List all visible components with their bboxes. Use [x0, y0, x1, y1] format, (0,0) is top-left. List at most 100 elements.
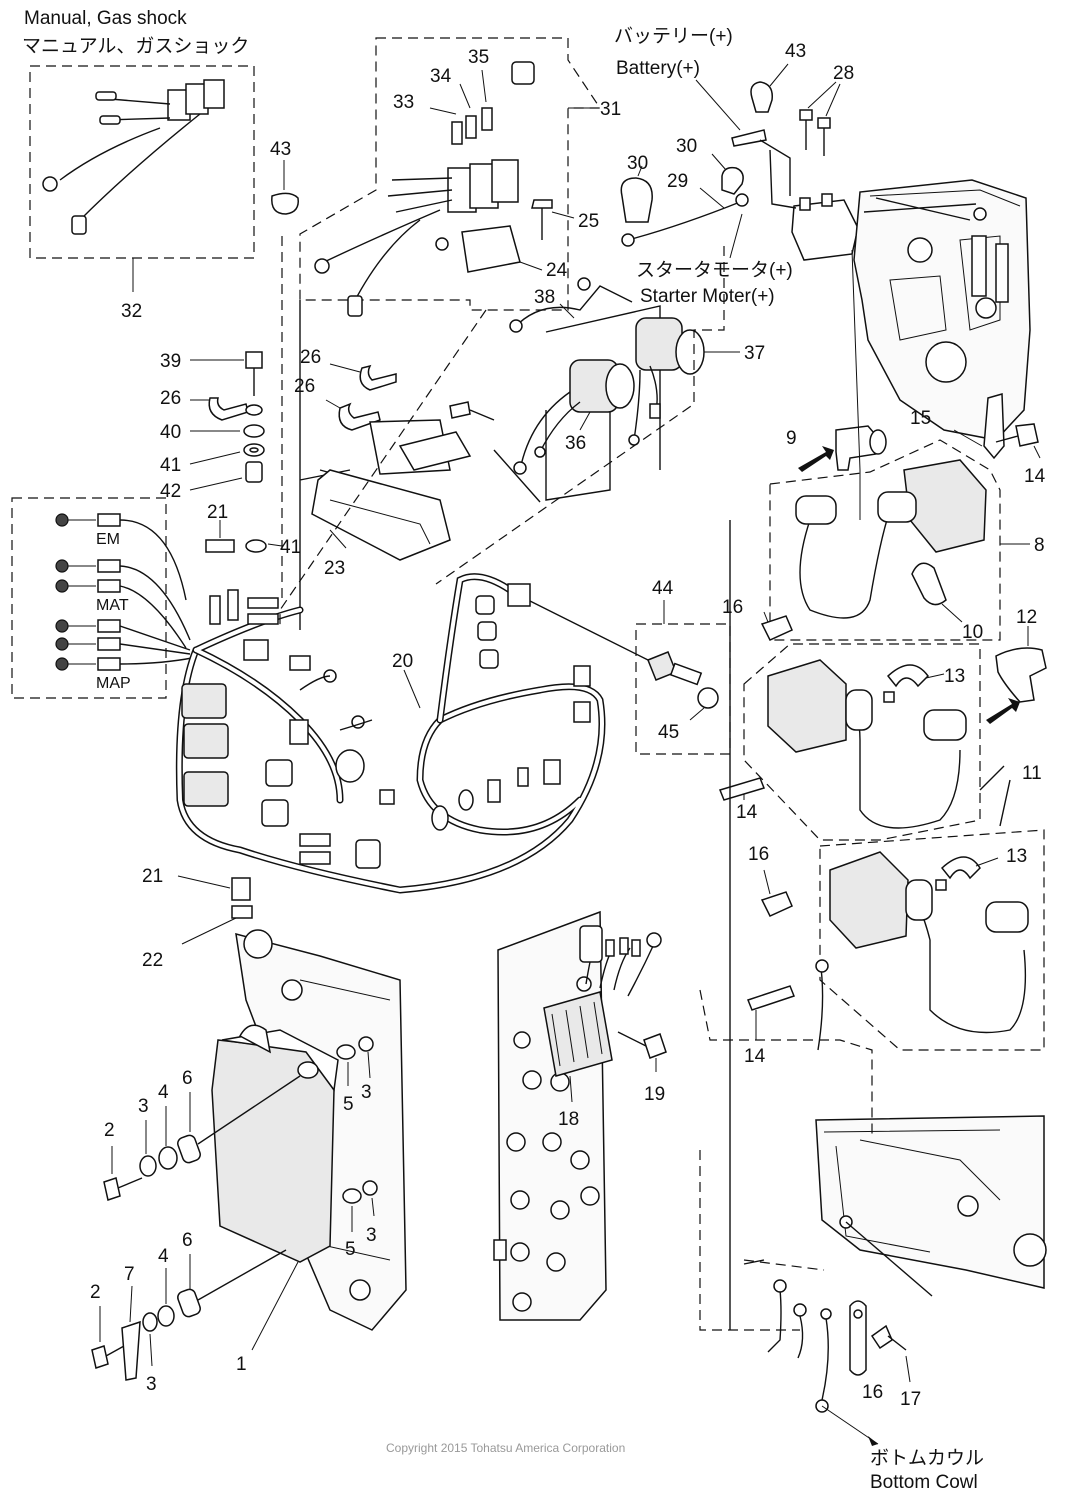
- callout-3-lower-right: 3: [366, 1225, 377, 1246]
- dashed-box-11a: [743, 643, 981, 841]
- callout-4-top: 4: [158, 1082, 169, 1103]
- callout-26-mid: 26: [300, 347, 321, 368]
- dashed-box-11b: [819, 829, 1045, 1051]
- callout-6-top: 6: [182, 1068, 193, 1089]
- label-map: MAP: [96, 675, 131, 692]
- manual-gas-shock-group: Manual, Gas shock マニュアル、ガスショック 32: [22, 8, 255, 322]
- callout-10: 10: [962, 622, 983, 643]
- callout-38: 38: [534, 287, 555, 308]
- fuse-21-lower: 21 22: [142, 866, 253, 971]
- callout-16-mid: 16: [748, 844, 769, 865]
- sensor-plug-em: [55, 513, 187, 601]
- callout-7: 7: [124, 1264, 135, 1285]
- callout-44: 44: [652, 578, 674, 599]
- callout-32: 32: [121, 301, 142, 322]
- rectifier-plate-group: 18 19: [493, 910, 667, 1321]
- dashed-box-sensors: [11, 497, 167, 699]
- callout-30-right: 30: [676, 136, 697, 157]
- callout-12: 12: [1016, 607, 1037, 628]
- main-harness-20: 20: [175, 573, 649, 894]
- callout-14-low: 14: [744, 1046, 766, 1067]
- callout-8: 8: [1034, 535, 1045, 556]
- callout-26-low: 26: [294, 376, 315, 397]
- callout-3-upper-left: 3: [138, 1096, 149, 1117]
- note-battery-jp: バッテリー(+): [614, 26, 733, 47]
- callout-3-lower-left: 3: [146, 1374, 157, 1395]
- dashed-leader-lines: [279, 236, 487, 630]
- copyright-text: Copyright 2015 Tohatsu America Corporati…: [386, 1441, 625, 1455]
- sensor-connector-group: EM MAT MAP: [11, 497, 193, 699]
- callout-13-top: 13: [944, 666, 965, 687]
- callout-2-bottom: 2: [90, 1282, 101, 1303]
- callout-43-right: 43: [785, 41, 806, 62]
- note-manual-en: Manual, Gas shock: [24, 8, 187, 29]
- clip-43-left: 43: [270, 139, 299, 215]
- ignition-coil-11-group: 13 14 11 12 16: [718, 597, 1047, 841]
- callout-3-upper-right: 3: [361, 1082, 372, 1103]
- callout-15: 15: [910, 408, 931, 429]
- bottom-cowl-group: 16 17 Copyright 2015 Tohatsu America Cor…: [386, 520, 1047, 1493]
- callout-4-bottom: 4: [158, 1246, 169, 1267]
- callout-29: 29: [667, 171, 688, 192]
- relay-box-group: 33 34 35 31 25 24: [299, 37, 621, 317]
- callout-20: 20: [392, 651, 413, 672]
- relay-assembly-small: [42, 79, 225, 235]
- callout-1: 1: [236, 1354, 247, 1375]
- callout-41-left: 41: [160, 455, 181, 476]
- ecu-group: 1 5 3 5 3 2 3 4 6: [90, 929, 407, 1395]
- ignition-coil-lower-group: 13 16 14: [744, 829, 1045, 1067]
- label-em: EM: [96, 531, 120, 548]
- callout-2-top: 2: [104, 1120, 115, 1141]
- callout-42: 42: [160, 481, 181, 502]
- left-fasteners-group: 39 26 40 41 42 26 26 23 41: [160, 300, 472, 630]
- callout-17: 17: [900, 1389, 921, 1410]
- battery-starter-group: バッテリー(+) Battery(+) 43 28 30 30 29 スタータモ…: [614, 26, 897, 307]
- ignition-coil-8-group: 8 10 9: [769, 425, 1045, 643]
- callout-13-bottom: 13: [1006, 846, 1027, 867]
- note-battery-en: Battery(+): [616, 58, 700, 79]
- callout-33: 33: [393, 92, 414, 113]
- callout-16-bottom: 16: [862, 1382, 883, 1403]
- note-starter-en: Starter Moter(+): [640, 286, 775, 307]
- callout-11: 11: [1022, 763, 1042, 784]
- callout-22: 22: [142, 950, 163, 971]
- sensor-plug-mat: [55, 559, 191, 649]
- callout-6-bottom: 6: [182, 1230, 193, 1251]
- callout-24: 24: [546, 260, 568, 281]
- leader-to-coil: [851, 249, 861, 520]
- callout-43-left: 43: [270, 139, 291, 160]
- sensor-44-group: 44 45: [635, 578, 731, 755]
- callout-39: 39: [160, 351, 181, 372]
- callout-41-mid: 41: [280, 537, 301, 558]
- callout-9: 9: [786, 428, 797, 449]
- callout-19: 19: [644, 1084, 665, 1105]
- callout-34: 34: [430, 66, 452, 87]
- dashed-box-32: [29, 65, 255, 259]
- callout-18: 18: [558, 1109, 579, 1130]
- note-starter-jp: スタータモータ(+): [636, 259, 793, 281]
- callout-31: 31: [600, 99, 621, 120]
- callout-26-left: 26: [160, 388, 181, 409]
- engine-block-upper: 15 14: [853, 179, 1046, 487]
- callout-36: 36: [565, 433, 586, 454]
- note-bottom-cowl-en: Bottom Cowl: [870, 1472, 978, 1493]
- solenoid-group: 37 38 36: [449, 277, 765, 503]
- callout-5-bottom: 5: [345, 1239, 356, 1260]
- callout-14-mid: 14: [736, 802, 758, 823]
- callout-40: 40: [160, 422, 181, 443]
- dashed-box-8: [769, 439, 1001, 641]
- callout-16-top: 16: [722, 597, 743, 618]
- callout-21-low: 21: [142, 866, 163, 887]
- sensor-plug-map: [55, 619, 193, 671]
- dashed-leader-lines-b: [435, 246, 725, 585]
- callout-30-left: 30: [627, 153, 648, 174]
- callout-25: 25: [578, 211, 599, 232]
- dashed-box-44: [635, 623, 731, 755]
- callout-14-top: 14: [1024, 466, 1046, 487]
- relay-block: [314, 61, 535, 317]
- label-mat: MAT: [96, 597, 129, 614]
- dashed-box-31: [299, 37, 602, 311]
- callout-37: 37: [744, 343, 765, 364]
- note-manual-jp: マニュアル、ガスショック: [22, 35, 249, 57]
